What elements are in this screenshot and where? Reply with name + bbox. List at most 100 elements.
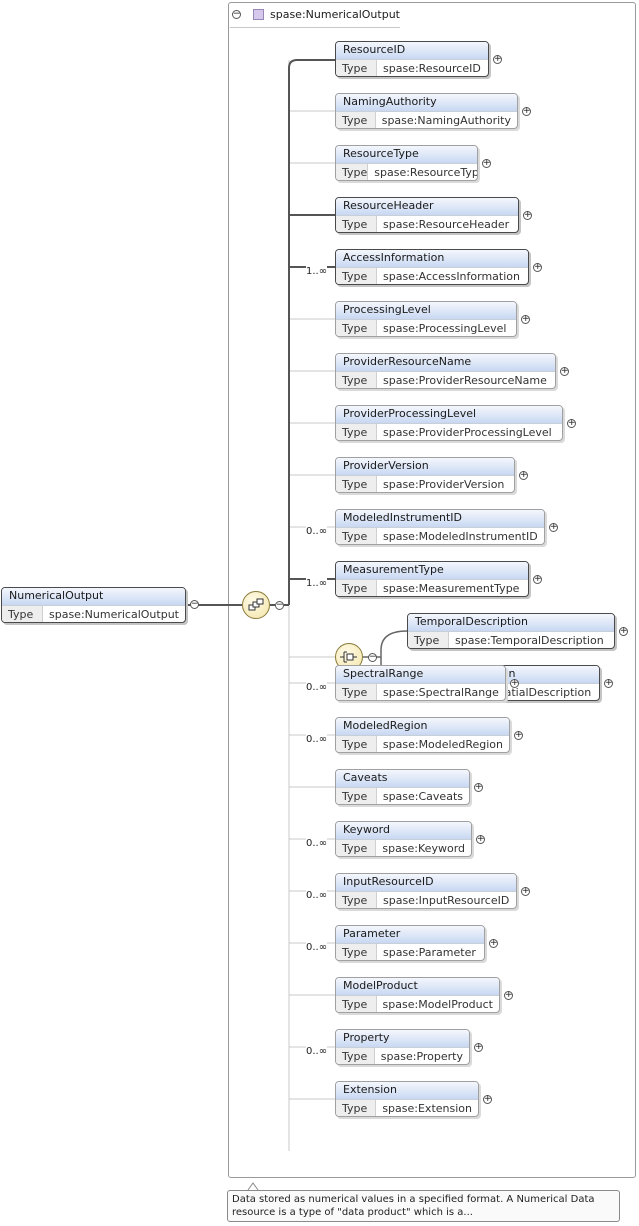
- expand-temporaldescription-icon[interactable]: +: [619, 626, 628, 636]
- element-type-value: spase:ModeledRegion: [382, 738, 503, 751]
- element-type-value: spase:AccessInformation: [383, 270, 520, 283]
- cardinality-label: 1..∞: [306, 266, 328, 277]
- element-name: ModelProduct: [336, 978, 499, 996]
- element-name: ResourceType: [336, 146, 477, 164]
- element-type-value: spase:Keyword: [382, 842, 465, 855]
- element-type-value: spase:ResourceType: [374, 166, 478, 179]
- element-type-label: Type: [336, 528, 377, 544]
- expand-resourceheader-icon[interactable]: +: [523, 210, 532, 220]
- element-name: ResourceID: [336, 42, 488, 60]
- element-type-value: spase:ProviderVersion: [383, 478, 505, 491]
- expand-modeledinstrumentid-icon[interactable]: +: [549, 522, 558, 532]
- element-type-label: Type: [336, 320, 377, 336]
- expand-caveats-icon[interactable]: +: [474, 782, 483, 792]
- expand-resourcetype-icon[interactable]: +: [482, 158, 491, 168]
- element-name: Extension: [336, 1082, 478, 1100]
- expand-keyword-icon[interactable]: +: [476, 834, 485, 844]
- element-type-value: spase:Caveats: [382, 790, 463, 803]
- expand-processinglevel-icon[interactable]: +: [521, 314, 530, 324]
- element-name: Keyword: [336, 822, 471, 840]
- element-type-label: Type: [408, 632, 449, 648]
- root-type-value: spase:NumericalOutput: [49, 608, 179, 621]
- cardinality-label: 0..∞: [306, 890, 328, 901]
- cardinality-label: 0..∞: [306, 838, 328, 849]
- expand-providerprocessinglevel-icon[interactable]: +: [567, 418, 576, 428]
- expand-parameter-icon[interactable]: +: [489, 938, 498, 948]
- element-name: ProviderVersion: [336, 458, 514, 476]
- element-type-label: Type: [336, 684, 377, 700]
- element-type-label: Type: [336, 164, 369, 180]
- root-element-node[interactable]: NumericalOutput Type spase:NumericalOutp…: [1, 587, 186, 623]
- complex-type-icon: [253, 8, 264, 20]
- element-type-label: Type: [336, 112, 376, 128]
- sequence-compositor-icon[interactable]: [242, 591, 270, 619]
- element-type-label: Type: [336, 268, 377, 284]
- element-type-value: spase:ResourceID: [383, 62, 481, 75]
- expand-spatialdescription-icon[interactable]: +: [604, 678, 613, 688]
- sequence-collapse-icon[interactable]: −: [275, 600, 284, 610]
- complex-type-title: spase:NumericalOutput: [270, 7, 400, 21]
- choice-collapse-icon[interactable]: −: [368, 652, 377, 662]
- element-type-value: spase:TemporalDescription: [455, 634, 604, 647]
- element-name: ModeledInstrumentID: [336, 510, 544, 528]
- element-type-label: Type: [336, 944, 377, 960]
- expand-inputresourceid-icon[interactable]: +: [521, 886, 530, 896]
- complex-type-header: − spase:NumericalOutput: [230, 4, 410, 28]
- expand-resourceid-icon[interactable]: +: [493, 54, 502, 64]
- choice-glyph: [340, 651, 357, 663]
- expand-measurementtype-icon[interactable]: +: [533, 574, 542, 584]
- expand-modeledregion-icon[interactable]: +: [514, 730, 523, 740]
- cardinality-label: 1..∞: [306, 578, 328, 589]
- element-type-value: spase:SpectralRange: [383, 686, 499, 699]
- element-name: Caveats: [336, 770, 469, 788]
- element-name: AccessInformation: [336, 250, 528, 268]
- element-type-value: spase:ResourceHeader: [383, 218, 510, 231]
- element-name: ModeledRegion: [336, 718, 509, 736]
- element-type-value: spase:ProcessingLevel: [383, 322, 507, 335]
- expand-modelproduct-icon[interactable]: +: [504, 990, 513, 1000]
- element-name: ProviderResourceName: [336, 354, 555, 372]
- cardinality-label: 0..∞: [306, 682, 328, 693]
- expand-namingauthority-icon[interactable]: +: [522, 106, 531, 116]
- cardinality-label: 0..∞: [306, 1046, 328, 1057]
- element-type-value: spase:ProviderResourceName: [383, 374, 547, 387]
- header-divider: [230, 27, 400, 28]
- expand-accessinformation-icon[interactable]: +: [533, 262, 542, 272]
- root-collapse-icon[interactable]: −: [190, 599, 199, 609]
- element-type-value: spase:Parameter: [383, 946, 476, 959]
- element-name: ProcessingLevel: [336, 302, 516, 320]
- expand-spectralrange-icon[interactable]: +: [510, 678, 519, 688]
- expand-providerresourcename-icon[interactable]: +: [560, 366, 569, 376]
- collapse-toggle-icon[interactable]: −: [232, 8, 241, 19]
- expand-providerversion-icon[interactable]: +: [519, 470, 528, 480]
- element-type-label: Type: [336, 580, 377, 596]
- expand-extension-icon[interactable]: +: [483, 1094, 492, 1104]
- expand-property-icon[interactable]: +: [474, 1042, 483, 1052]
- element-type-label: Type: [336, 1048, 375, 1064]
- element-type-label: Type: [336, 424, 377, 440]
- element-type-value: spase:Property: [380, 1050, 463, 1063]
- cardinality-label: 0..∞: [306, 526, 328, 537]
- element-name: ProviderProcessingLevel: [336, 406, 562, 424]
